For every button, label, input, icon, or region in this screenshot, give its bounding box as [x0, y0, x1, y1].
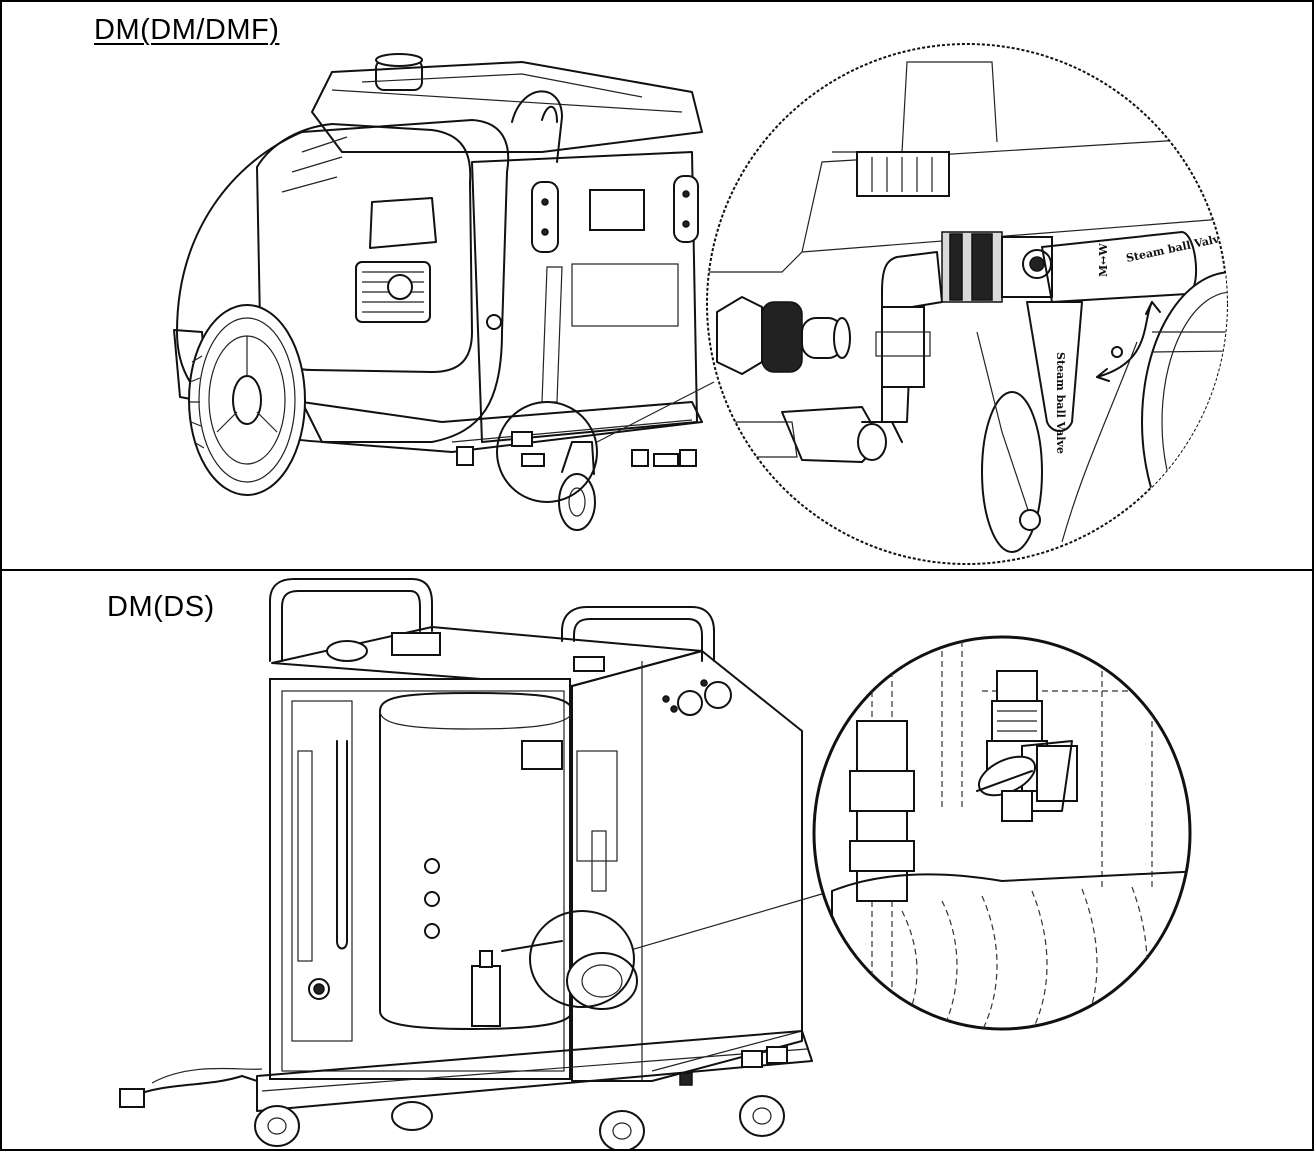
callout-circle-small-ds: [529, 910, 635, 1008]
magnified-view-dm: Steam ball Valve M↔W Steam ball Valve: [706, 43, 1228, 565]
callout-circle-small-dm: [496, 401, 598, 503]
valve-label-lower: Steam ball Valve: [1054, 352, 1067, 454]
bottom-cell: DM(DS): [2, 571, 1312, 1151]
magnified-view-ds: [812, 635, 1192, 1031]
svg-text:M↔W: M↔W: [1097, 243, 1110, 277]
machine-body-dm: [173, 53, 703, 453]
leader-line-dm: [596, 381, 715, 443]
steam-cleaner-ds-illustration: [119, 578, 1192, 1149]
machine-body-ds: [119, 578, 813, 1112]
caster-wheels-ds: [254, 1095, 785, 1149]
fittings-dm: [456, 431, 697, 467]
leader-line-ds: [633, 890, 833, 950]
top-cell: DM(DM/DMF): [2, 2, 1312, 571]
model-label-dm-dmf: DM(DM/DMF): [94, 14, 280, 46]
caster-wheel-dm: [558, 441, 596, 531]
model-label-dm-ds: DM(DS): [107, 591, 215, 623]
steam-cleaner-dm-illustration: Steam ball Valve M↔W Steam ball Valve: [173, 43, 1228, 565]
wheel-rear-dm: [188, 304, 306, 496]
